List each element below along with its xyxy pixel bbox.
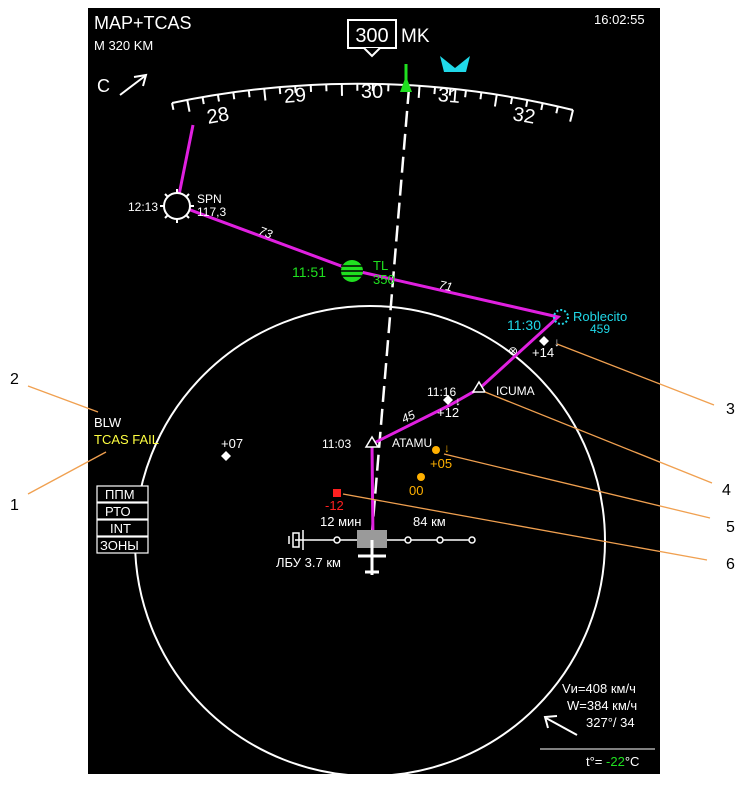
tcas-fail-message: TCAS FAIL	[94, 432, 159, 447]
heading-scale-tick	[264, 89, 265, 101]
menu-item-ppm-label: ППМ	[105, 487, 135, 502]
waypoint-roblecito-time: 11:30	[507, 317, 541, 333]
range-readout: M 320 KM	[94, 38, 153, 53]
menu-item-int[interactable]: INT	[97, 520, 148, 536]
waypoint-spn-name: SPN	[197, 192, 222, 206]
navaid-symbol-icon: ⊗	[508, 344, 518, 358]
heading-value: 300	[355, 25, 388, 47]
heading-scale-tick	[280, 87, 281, 94]
traffic-1-descend-arrow-icon: ↓	[554, 335, 560, 349]
waypoint-tl-name: TL	[373, 258, 388, 273]
heading-scale-label-28: 28	[205, 103, 231, 129]
heading-scale-tick	[249, 90, 250, 97]
lbu-distance: ЛБУ 3.7 км	[276, 555, 341, 570]
traffic-2-descend-arrow-icon: ↓	[455, 394, 461, 408]
heading-scale-label-31: 31	[437, 84, 461, 108]
heading-scale-tick	[465, 90, 466, 97]
menu-item-rto-label: РТО	[105, 504, 131, 519]
heading-scale-tick	[203, 97, 204, 104]
heading-scale-tick	[480, 92, 481, 99]
heading-scale-tick	[172, 103, 173, 110]
heading-scale-label-29: 29	[283, 84, 307, 108]
temperature-prefix: t°=	[586, 754, 606, 769]
heading-scale-tick	[541, 103, 542, 110]
traffic-1-altitude: +14	[532, 345, 554, 360]
callout-label-3: 3	[726, 401, 735, 418]
traffic-circle-icon	[417, 473, 425, 481]
traffic-4-altitude: +05	[430, 456, 452, 471]
airspeed-readout: Vи=408 км/ч	[562, 681, 636, 696]
clock: 16:02:55	[594, 12, 645, 27]
heading-reference: MK	[401, 26, 430, 47]
waypoint-icuma-name: ICUMA	[496, 384, 535, 398]
wind-direction-label: C	[97, 76, 110, 96]
waypoint-tl-time: 11:51	[292, 264, 326, 280]
callout-label-5: 5	[726, 519, 735, 536]
traffic-5-altitude: 00	[409, 483, 423, 498]
display-mode-title: MAP+TCAS	[94, 13, 192, 33]
heading-scale-tick	[233, 92, 234, 99]
menu-item-ppm[interactable]: ППМ	[97, 486, 148, 502]
traffic-3-altitude: +07	[221, 436, 243, 451]
groundspeed-readout: W=384 км/ч	[567, 698, 637, 713]
temperature-readout: t°= -22°C	[586, 754, 639, 769]
waypoint-spn-freq: 117,3	[197, 205, 226, 219]
heading-scale-tick	[419, 86, 420, 98]
menu-item-rto[interactable]: РТО	[97, 503, 148, 519]
heading-scale-tick	[434, 87, 435, 94]
heading-scale-label-32: 32	[511, 103, 537, 129]
distance-to-waypoint: 84 км	[413, 514, 446, 529]
traffic-4-descend-arrow-icon: ↓	[444, 441, 450, 455]
callout-label-1: 1	[10, 497, 19, 514]
traffic-6-altitude: -12	[325, 498, 344, 513]
blw-message: BLW	[94, 415, 122, 430]
callout-label-4: 4	[722, 482, 731, 499]
waypoint-atamu-name: ATAMU	[392, 436, 432, 450]
menu-item-int-label: INT	[110, 521, 131, 536]
leg-distance-tl-roblecito: 71	[438, 278, 454, 294]
time-to-waypoint: 12 мин	[320, 514, 361, 529]
waypoint-spn-time: 12:13	[128, 200, 158, 214]
waypoint-roblecito-alt: 459	[590, 322, 610, 336]
wind-readout: 327°/ 34	[586, 715, 635, 730]
heading-scale-label-30: 30	[361, 81, 383, 103]
callout-label-6: 6	[726, 556, 735, 573]
waypoint-icuma-time: 11:16	[427, 385, 456, 399]
heading-scale-tick	[218, 95, 219, 102]
waypoint-tl-alt: 350	[373, 272, 395, 287]
menu-item-zones[interactable]: ЗОНЫ	[97, 537, 148, 553]
traffic-square-icon	[333, 489, 341, 497]
menu-item-zones-label: ЗОНЫ	[100, 538, 139, 553]
temperature-value: -22	[606, 754, 625, 769]
waypoint-atamu-time: 11:03	[322, 437, 351, 451]
traffic-circle-icon	[432, 446, 440, 454]
temperature-unit: °C	[625, 754, 640, 769]
callout-line-2	[28, 386, 98, 412]
callout-label-2: 2	[10, 371, 19, 388]
heading-scale-tick	[511, 97, 512, 104]
